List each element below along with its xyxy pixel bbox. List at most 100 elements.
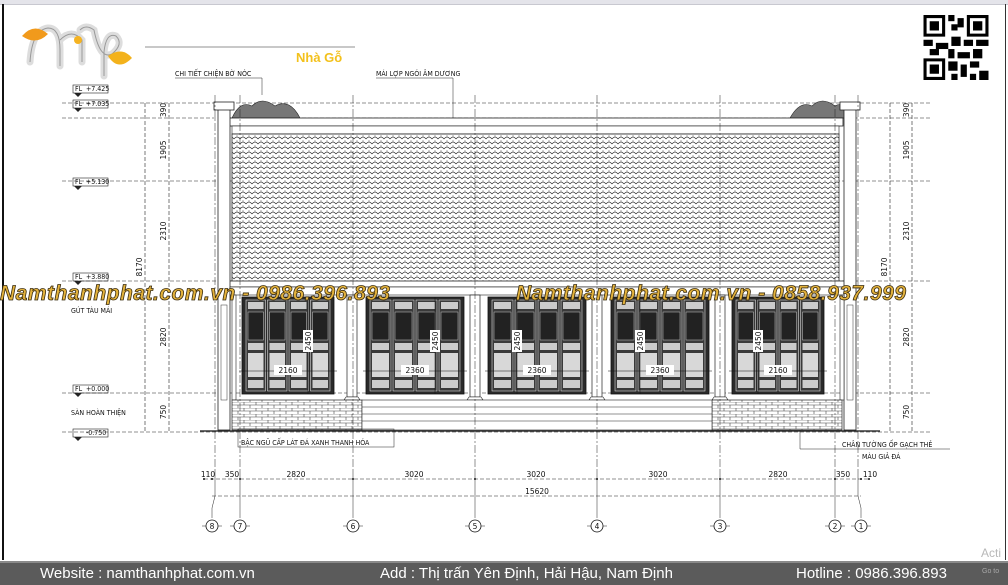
axis-label: 8 <box>210 522 215 531</box>
grid-axis-marker: 7 <box>230 95 250 533</box>
annotation-roof: MÁI LỢP NGÓI ÂM DƯƠNG <box>376 69 461 78</box>
level-value: +0.000 <box>86 385 109 393</box>
annotation-floor: SÀN HOÀN THIỆN <box>71 408 126 417</box>
level-value: +3.880 <box>86 273 109 281</box>
axis-label: 7 <box>238 522 243 531</box>
grid-axis-marker: 1 <box>851 95 871 533</box>
door-leaf <box>369 299 392 392</box>
brand-subtitle: Nhà Gỗ <box>296 50 343 65</box>
axis-label: 6 <box>351 522 356 531</box>
vertical-dimension-label: 390 <box>902 103 911 118</box>
footer-hotline: Hotline : 0986.396.893 <box>796 565 947 582</box>
footer-website[interactable]: Website : namthanhphat.com.vn <box>40 565 255 582</box>
level-tag: FL <box>75 178 83 186</box>
door-leaf <box>491 299 514 392</box>
column <box>839 294 845 401</box>
level-tag: FL <box>75 85 83 93</box>
drawing-frame-left <box>2 4 4 560</box>
door-leaf <box>735 299 756 392</box>
level-marker: -0.750 <box>72 428 109 441</box>
door-height-label: 2450 <box>513 331 522 350</box>
horizontal-dimension-label: 110 <box>863 470 878 479</box>
door-leaf <box>537 299 560 392</box>
column <box>231 294 237 401</box>
annotation-plinth-1: CHÂN TƯỜNG ỐP GẠCH THẺ <box>842 439 932 449</box>
total-height-label: 8170 <box>135 257 144 276</box>
door-leaf <box>800 299 821 392</box>
level-markers: FL+7.425FL+7.035FL+5.130FL+3.880FL+0.000… <box>72 84 109 441</box>
door-width-label: 2360 <box>527 366 546 375</box>
footer-bar: Website : namthanhphat.com.vn Add : Thị … <box>0 561 1008 585</box>
horizontal-dimension-label: 3020 <box>404 470 423 479</box>
annotation-eave: GÚT TÀU MÁI <box>71 306 112 315</box>
door-leaf <box>267 299 288 392</box>
level-tag: FL <box>75 385 83 393</box>
grid-axis-marker: 3 <box>710 95 730 533</box>
door-leaf <box>560 299 583 392</box>
door-group: 2160 2450 <box>729 296 827 395</box>
watermark-left: Namthanhphat.com.vn - 0986.396.893 <box>0 282 390 305</box>
door-group: 2360 2450 <box>608 296 712 395</box>
axis-label: 2 <box>833 522 838 531</box>
level-value: -0.750 <box>86 429 106 437</box>
door-height-label: 2450 <box>636 331 645 350</box>
vertical-dimension-label: 2820 <box>159 327 168 346</box>
level-marker: FL+7.425 <box>72 84 109 97</box>
door-height-label: 2450 <box>754 331 763 350</box>
watermark-right: Namthanhphat.com.vn - 0858.937.999 <box>516 282 906 305</box>
axis-label: 5 <box>473 522 478 531</box>
door-width-label: 2160 <box>278 366 297 375</box>
column <box>346 294 358 398</box>
vertical-dimension-label: 750 <box>902 405 911 420</box>
level-marker: FL+5.130 <box>72 177 109 190</box>
door-leaf <box>683 299 706 392</box>
horizontal-dimension-label: 3020 <box>526 470 545 479</box>
grid-axis-marker: 8 <box>202 95 222 533</box>
door-leaf <box>392 299 415 392</box>
axis-label: 1 <box>859 522 864 531</box>
level-tag: FL <box>75 273 83 281</box>
vertical-dimension-label: 2310 <box>159 221 168 240</box>
total-height-label: 8170 <box>880 257 889 276</box>
vertical-dimension-label: 1905 <box>159 140 168 159</box>
axis-label: 3 <box>718 522 723 531</box>
horizontal-dimension-label: 110 <box>201 470 216 479</box>
door-leaf <box>438 299 461 392</box>
grid-axis-marker: 5 <box>465 95 485 533</box>
door-height-label: 2450 <box>304 331 313 350</box>
window-top-strip <box>0 0 1008 5</box>
door-width-label: 2360 <box>405 366 424 375</box>
level-value: +7.035 <box>86 100 109 108</box>
door-leaf <box>310 299 331 392</box>
total-width-label: 15620 <box>525 487 549 496</box>
ntp-logo <box>22 23 132 80</box>
level-value: +7.425 <box>86 85 109 93</box>
os-activation-subtext: Go to <box>982 568 1000 575</box>
door-width-label: 2360 <box>650 366 669 375</box>
door-width-label: 2160 <box>768 366 787 375</box>
door-leaf <box>614 299 637 392</box>
vertical-dimension-label: 1905 <box>902 140 911 159</box>
door-group: 2360 2450 <box>485 296 589 395</box>
level-marker: FL+0.000 <box>72 384 109 397</box>
grid-axis-marker: 6 <box>343 95 363 533</box>
axis-label: 4 <box>595 522 600 531</box>
annotation-ridge-detail: CHI TIẾT CHIỆN BỜ NÓC <box>175 68 252 78</box>
horizontal-dimension-label: 2820 <box>768 470 787 479</box>
level-marker: FL+3.880 <box>72 272 109 285</box>
level-tag: FL <box>75 100 83 108</box>
qr-code-icon <box>923 15 989 80</box>
door-leaf <box>245 299 266 392</box>
building-elevation: 2160 2450 2360 2450 2360 2450 2360 2450 2160 2450 <box>200 100 880 432</box>
grid-axis-marker: 4 <box>587 95 607 533</box>
footer-address: Add : Thị trấn Yên Định, Hải Hậu, Nam Đị… <box>380 565 673 582</box>
level-value: +5.130 <box>86 178 109 186</box>
door-group: 2360 2450 <box>363 296 467 395</box>
annotation-plinth-2: MÀU GIẢ ĐÁ <box>862 452 901 461</box>
os-activation-notice: Acti <box>981 546 1002 560</box>
level-marker: FL+7.035 <box>72 99 109 112</box>
door-height-label: 2450 <box>431 331 440 350</box>
door-leaf <box>778 299 799 392</box>
horizontal-dimension-label: 350 <box>836 470 851 479</box>
